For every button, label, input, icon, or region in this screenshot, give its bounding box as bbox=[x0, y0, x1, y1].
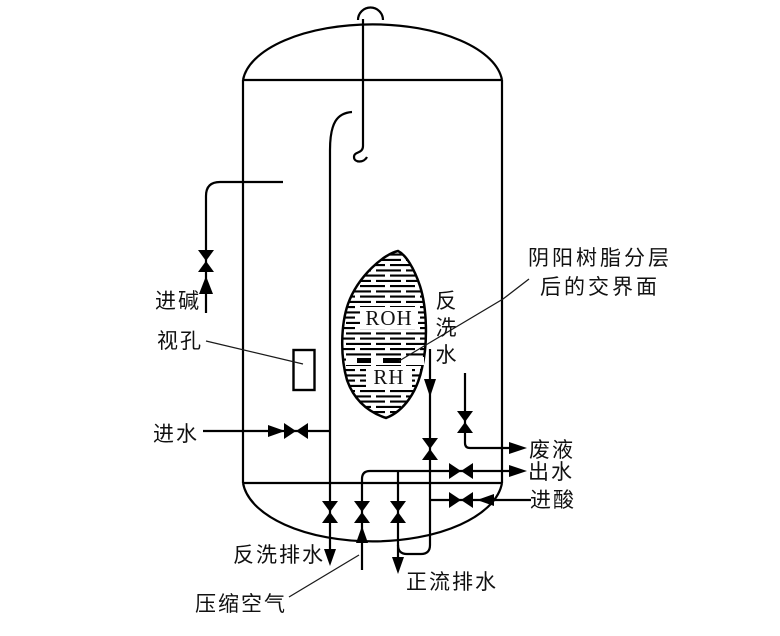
backwash-drain-label: 反洗排水 bbox=[233, 543, 325, 567]
water-outlet-label: 出水 bbox=[528, 460, 574, 484]
acid-in-arrow-icon bbox=[477, 494, 494, 506]
forward-drain-arrow-icon bbox=[392, 557, 404, 574]
alkali-inlet-label: 进碱 bbox=[155, 289, 201, 313]
water-inlet-label: 进水 bbox=[153, 422, 199, 446]
center-top-pipe bbox=[352, 19, 368, 163]
compressed-air-label: 压缩空气 bbox=[195, 592, 287, 616]
anion-resin-label: ROH bbox=[365, 306, 412, 330]
interface-dash-1 bbox=[357, 358, 371, 363]
backwash-water-char-3: 水 bbox=[436, 343, 459, 367]
backwash-water-char-1: 反 bbox=[436, 289, 459, 313]
backwash-water-pipe bbox=[396, 349, 432, 556]
outlet-arrow-icon bbox=[509, 465, 527, 477]
backwash-water-char-2: 洗 bbox=[436, 316, 459, 340]
waste-out-arrow-icon bbox=[509, 442, 527, 454]
cation-resin-box bbox=[366, 366, 412, 388]
air-up-arrow-icon bbox=[356, 526, 368, 543]
forward-drain-label: 正流排水 bbox=[406, 570, 498, 594]
cation-resin-label: RH bbox=[373, 365, 404, 389]
interface-note-line1: 阴阳树脂分层 bbox=[528, 246, 672, 270]
sight-hole-glass bbox=[292, 348, 316, 392]
alkali-inlet-pipe bbox=[204, 180, 283, 313]
anion-resin-box bbox=[360, 307, 418, 329]
vessel-top-lug bbox=[356, 6, 385, 21]
waste-liquid-label: 废液 bbox=[529, 438, 575, 462]
flow-arrows bbox=[199, 276, 527, 574]
vessel-cylinder bbox=[241, 78, 504, 485]
leader-lines bbox=[205, 278, 530, 598]
outlet-air-pipe bbox=[360, 469, 510, 570]
waste-pipe bbox=[463, 373, 510, 450]
vessel-shell bbox=[241, 6, 504, 543]
acid-inlet-label: 进酸 bbox=[530, 488, 576, 512]
interface-dash-2 bbox=[383, 358, 401, 363]
vessel-bottom-dome bbox=[241, 482, 504, 543]
vessel-top-dome bbox=[241, 23, 504, 81]
compressed-air-leader bbox=[288, 554, 360, 598]
interface-note-line2: 后的交界面 bbox=[540, 275, 660, 299]
alkali-up-arrow-icon bbox=[199, 276, 213, 294]
sight-hole-label: 视孔 bbox=[157, 329, 203, 353]
backwash-water-down-arrow-icon bbox=[424, 379, 436, 397]
labels: 进碱 视孔 进水 反洗排水 压缩空气 正流排水 废液 出水 进酸 反 洗 水 阴… bbox=[153, 246, 672, 616]
interface-leader bbox=[398, 278, 530, 362]
water-inlet-arrow-icon bbox=[268, 425, 285, 437]
sight-hole-leader bbox=[205, 340, 304, 365]
resin-bed: ROH RH bbox=[340, 249, 428, 420]
inlet-riser-pipe bbox=[328, 110, 353, 550]
backwash-drain-arrow-icon bbox=[324, 549, 336, 566]
